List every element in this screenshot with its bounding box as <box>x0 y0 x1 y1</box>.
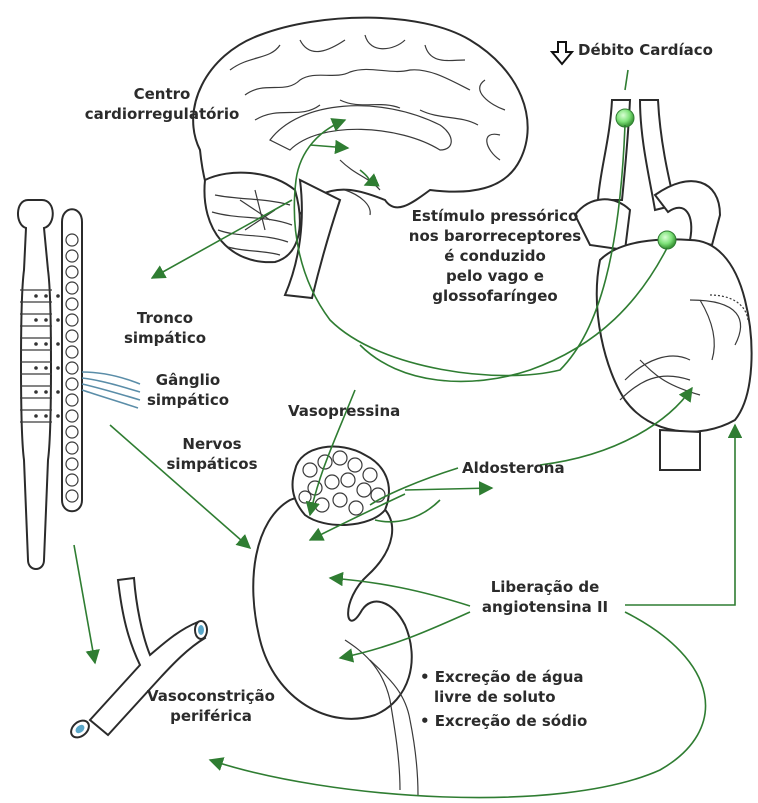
label-nervos-line-2: simpáticos <box>152 454 272 474</box>
sympathetic-trunk-illustration <box>18 200 140 569</box>
label-aldosterona: Aldosterona <box>462 458 565 478</box>
baroreceptor-carotid <box>616 109 634 127</box>
label-tronco-line-1: Tronco <box>115 308 215 328</box>
label-excrecao-agua: • Excreção de água livre de soluto <box>420 667 584 707</box>
label-estimulo-line-2: nos barorreceptores <box>395 226 595 246</box>
label-excrecao-agua-line-2: livre de soluto <box>420 687 584 707</box>
label-liberacao-line-2: angiotensina II <box>470 597 620 617</box>
label-estimulo-line-1: Estímulo pressórico <box>395 206 595 226</box>
label-ganglio-line-2: simpático <box>138 390 238 410</box>
label-estimulo-line-5: glossofaríngeo <box>395 286 595 306</box>
label-estimulo-line-3: é conduzido <box>395 246 595 266</box>
label-tronco-line-2: simpático <box>115 328 215 348</box>
label-vasoconstricao-line-2: periférica <box>136 706 286 726</box>
label-tronco-simpatico: Tronco simpático <box>115 308 215 348</box>
label-excrecao-agua-line-1: • Excreção de água <box>420 667 584 687</box>
label-vasoconstricao-line-1: Vasoconstrição <box>136 686 286 706</box>
label-excrecao-sodio: • Excreção de sódio <box>420 711 587 731</box>
baroreceptor-aortic <box>658 231 676 249</box>
label-ganglio-line-1: Gânglio <box>138 370 238 390</box>
label-estimulo-pressorico: Estímulo pressórico nos barorreceptores … <box>395 206 595 306</box>
label-vasoconstricao-periferica: Vasoconstrição periférica <box>136 686 286 726</box>
label-centro-line-1: Centro <box>82 84 242 104</box>
arrow-down-icon <box>552 42 572 64</box>
label-nervos-line-1: Nervos <box>152 434 272 454</box>
label-centro-line-2: cardiorregulatório <box>82 104 242 124</box>
label-liberacao-angiotensina: Liberação de angiotensina II <box>470 577 620 617</box>
label-ganglio-simpatico: Gânglio simpático <box>138 370 238 410</box>
label-nervos-simpaticos: Nervos simpáticos <box>152 434 272 474</box>
label-estimulo-line-4: pelo vago e <box>395 266 595 286</box>
label-centro-cardiorregulatorio: Centro cardiorregulatório <box>82 84 242 124</box>
heart-illustration <box>575 100 752 470</box>
label-vasopressina: Vasopressina <box>288 401 400 421</box>
label-debito-cardiaco: Débito Cardíaco <box>578 40 713 60</box>
label-liberacao-line-1: Liberação de <box>470 577 620 597</box>
